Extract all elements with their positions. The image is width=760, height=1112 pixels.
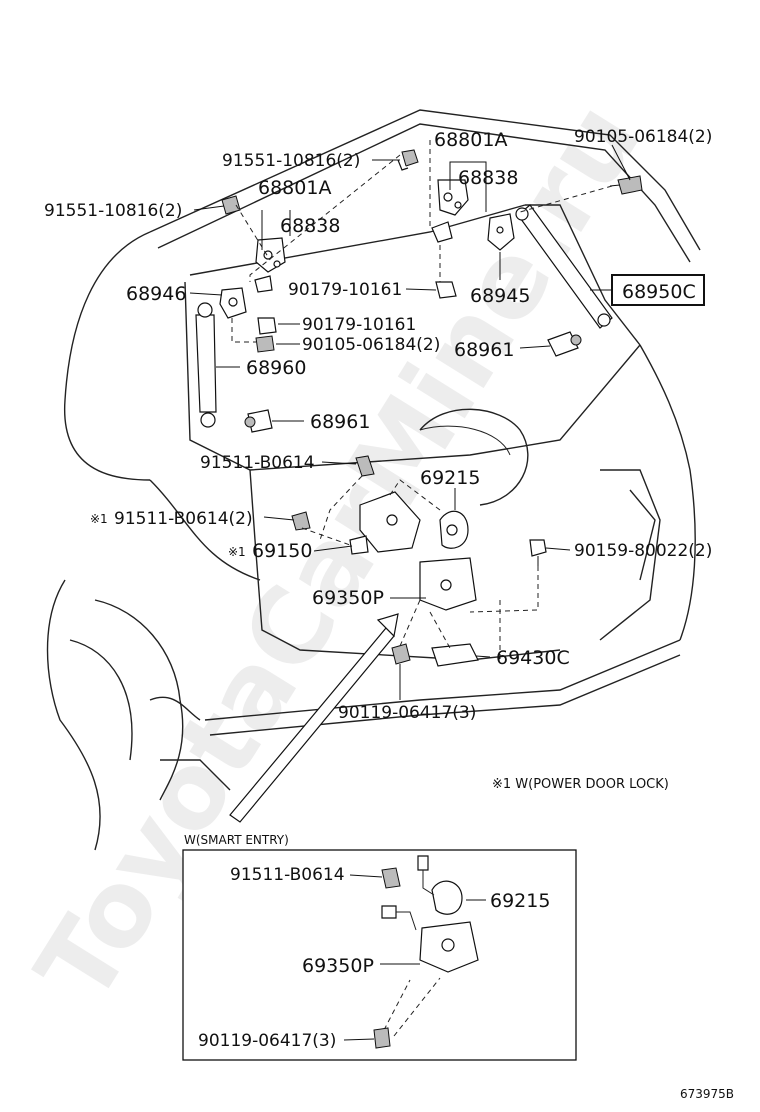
label-68961-left: 68961 [310,411,370,433]
hinge-left [254,237,286,293]
label-68838-left: 68838 [280,215,340,237]
inset-smart-entry: 91511-B0614 69215 69350P 90119-06417(3) [182,849,577,1061]
label-69350p: 69350P [312,587,384,609]
label-91551-left: 91551-10816(2) [44,201,182,221]
label-69150: 69150 [252,540,312,562]
bolt-91511-a [355,455,375,477]
label-90179-a: 90179-10161 [288,280,402,300]
bolt-91511-b [291,511,311,531]
part-labels: 91551-10816(2) 68801A 68838 90105-06184(… [44,127,712,723]
label-90159: 90159-80022(2) [574,541,712,561]
screw-90159 [529,539,547,566]
label-91511-a: 91511-B0614 [200,453,315,473]
label-mark-c: ※1 [228,545,246,559]
nut-90179-a [435,281,457,299]
bracket-68946 [219,287,247,319]
bolt-90119 [391,643,411,665]
leader-lines [189,144,705,823]
inset-bolt-90119 [373,1027,391,1049]
label-90119: 90119-06417(3) [338,703,476,723]
label-68950c: 68950C [622,281,696,303]
nut-90179-b [257,317,277,335]
lock-69350p [419,557,477,611]
hinge-right [431,179,469,243]
ball-joint-68961-right [547,331,582,357]
note-smart-entry: W(SMART ENTRY) [184,833,289,847]
strut-68960 [195,302,217,428]
label-69430c: 69430C [496,647,570,669]
label-mark-b: ※1 [90,512,108,526]
label-91511-b: 91511-B0614(2) [114,509,253,529]
label-68961-right: 68961 [454,339,514,361]
inset-bolt-91511 [381,867,401,889]
inset-label-90119: 90119-06417(3) [198,1031,336,1051]
ball-joint-68961-left [244,409,273,433]
inset-label-69350p: 69350P [302,955,374,977]
bolt-top-right [397,149,419,171]
inset-label-69215: 69215 [490,890,550,912]
label-68946: 68946 [126,283,186,305]
label-90105-top: 90105-06184(2) [574,127,712,147]
bracket-68945 [487,213,515,251]
actuator-69150 [349,491,421,555]
label-68838-top: 68838 [458,167,518,189]
diagram-id: 673975B [680,1087,734,1101]
bolt-90105-mid [255,335,275,353]
dashed-guides [231,140,613,660]
label-90105-mid: 90105-06184(2) [302,335,440,355]
label-68801a-top: 68801A [434,129,507,151]
switch-69215 [439,510,469,549]
label-68960: 68960 [246,357,306,379]
label-69215: 69215 [420,467,480,489]
label-68945: 68945 [470,285,530,307]
inset-switch-69215 [431,880,463,915]
handle-69430c [431,643,479,667]
label-91551-top: 91551-10816(2) [222,151,360,171]
label-90179-b: 90179-10161 [302,315,416,335]
note-power-door-lock: ※1 W(POWER DOOR LOCK) [492,777,669,792]
inset-label-91511: 91511-B0614 [230,865,345,885]
label-68801a-left: 68801A [258,177,331,199]
bolt-top-left [221,195,241,215]
